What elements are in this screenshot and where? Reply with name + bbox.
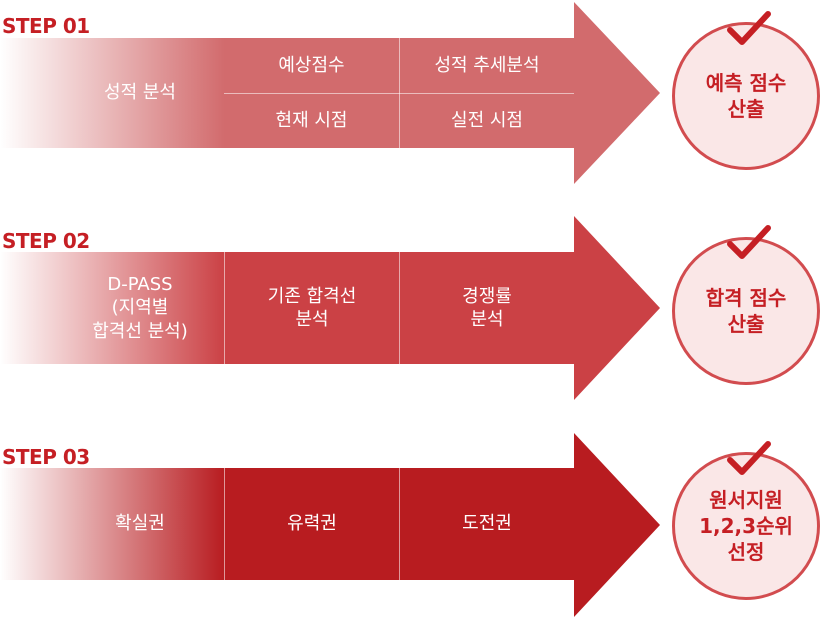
step1-label: STEP 01 bbox=[2, 14, 90, 38]
step1-divider-v bbox=[399, 38, 400, 148]
check-mark-icon bbox=[727, 225, 771, 259]
result-text-2: 합격 점수 산출 bbox=[705, 286, 787, 336]
step1-cell-trend-analysis: 성적 추세분석 bbox=[434, 54, 540, 76]
step1-cell-real: 실전 시점 bbox=[451, 110, 523, 132]
step2-arrow bbox=[0, 216, 660, 400]
step1-cell-grade-analysis: 성적 분석 bbox=[104, 82, 176, 104]
step2-cell-competition: 경쟁률 분석 bbox=[462, 285, 512, 330]
step3-divider-1 bbox=[224, 468, 225, 580]
step2-label: STEP 02 bbox=[2, 229, 90, 253]
step1-cell-current: 현재 시점 bbox=[275, 110, 348, 132]
step1-cell-expected-score: 예상점수 bbox=[278, 54, 345, 76]
step2-cell-dpass: D-PASS (지역별 합격선 분석) bbox=[92, 274, 188, 342]
result-text-1: 예측 점수 산출 bbox=[705, 71, 787, 121]
check-mark-icon bbox=[727, 11, 771, 45]
step2-divider-2 bbox=[399, 252, 400, 364]
step3-cell-challenge: 도전권 bbox=[462, 513, 512, 535]
step2-cell-past-cutoff: 기존 합격선 분석 bbox=[267, 285, 357, 330]
result-circle-3: 원서지원 1,2,3순위 선정 bbox=[672, 452, 820, 600]
step2-divider-1 bbox=[224, 252, 225, 364]
check-mark-icon bbox=[727, 441, 771, 475]
step3-arrow bbox=[0, 433, 660, 617]
step3-cell-certain: 확실권 bbox=[115, 513, 165, 535]
step3-cell-likely: 유력권 bbox=[287, 513, 337, 535]
result-circle-1: 예측 점수 산출 bbox=[672, 22, 820, 170]
step3-label: STEP 03 bbox=[2, 445, 90, 469]
result-circle-2: 합격 점수 산출 bbox=[672, 237, 820, 385]
step3-divider-2 bbox=[399, 468, 400, 580]
result-text-3: 원서지원 1,2,3순위 선정 bbox=[699, 488, 793, 564]
